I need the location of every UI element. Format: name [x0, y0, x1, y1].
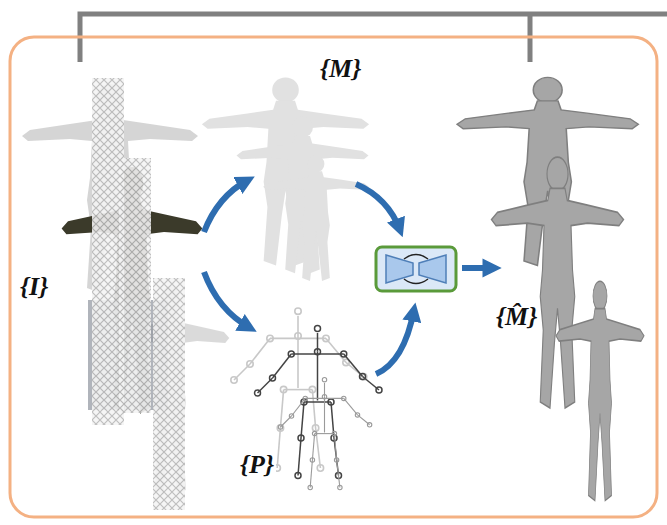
mask-set [202, 77, 369, 281]
set-label: {M} [318, 54, 363, 84]
set-label: {M̂} [494, 302, 539, 332]
input-images [22, 78, 229, 510]
set-label: {P} [238, 450, 276, 480]
pose-set [231, 308, 382, 490]
set-label: {I} [18, 272, 50, 302]
output-masks [457, 77, 644, 500]
flow-arrows [204, 180, 494, 374]
frame [10, 37, 657, 517]
network-icon [376, 247, 456, 291]
